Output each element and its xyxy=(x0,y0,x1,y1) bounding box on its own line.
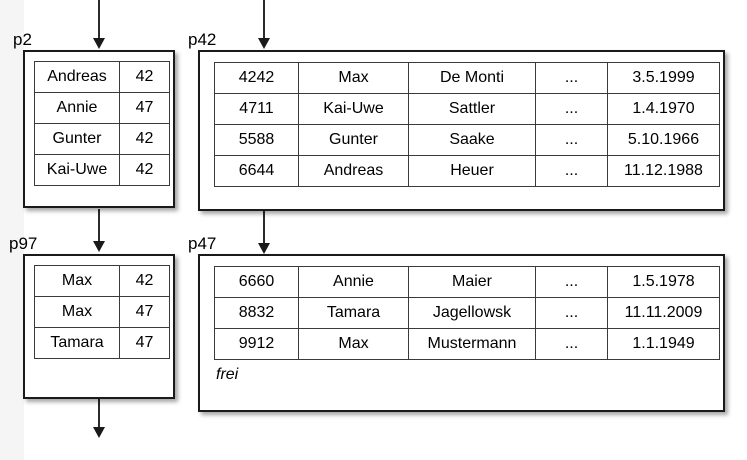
table-row[interactable]: 8832 Tamara Jagellowsk ... 11.11.2009 xyxy=(214,297,720,329)
table-row[interactable]: 6660 Annie Maier ... 1.5.1978 xyxy=(214,266,720,298)
cell-id: 8832 xyxy=(214,297,299,329)
table-row[interactable]: Andreas 42 xyxy=(34,61,170,93)
cell-lastname: Mustermann xyxy=(408,328,536,360)
cell-id: 9912 xyxy=(214,328,299,360)
page-box-p47[interactable]: 6660 Annie Maier ... 1.5.1978 8832 Tamar… xyxy=(198,254,725,412)
cell-firstname: Andreas xyxy=(298,155,409,187)
cell-id: 4711 xyxy=(214,93,299,125)
cell-id: 6660 xyxy=(214,266,299,298)
cell-value: 47 xyxy=(119,327,170,359)
cell-date: 1.4.1970 xyxy=(607,93,720,125)
cell-date: 11.12.1988 xyxy=(607,155,720,187)
cell-more: ... xyxy=(535,93,608,125)
data-table-p47: 6660 Annie Maier ... 1.5.1978 8832 Tamar… xyxy=(214,266,720,360)
cell-more: ... xyxy=(535,124,608,156)
cell-more: ... xyxy=(535,62,608,94)
left-gutter xyxy=(0,0,24,460)
cell-date: 1.1.1949 xyxy=(607,328,720,360)
data-table-p42: 4242 Max De Monti ... 3.5.1999 4711 Kai-… xyxy=(214,62,720,187)
cell-key: Max xyxy=(34,265,120,297)
table-row[interactable]: 4711 Kai-Uwe Sattler ... 1.4.1970 xyxy=(214,93,720,125)
table-row[interactable]: Annie 47 xyxy=(34,92,170,124)
cell-firstname: Annie xyxy=(298,266,409,298)
cell-firstname: Tamara xyxy=(298,297,409,329)
table-row[interactable]: 5588 Gunter Saake ... 5.10.1966 xyxy=(214,124,720,156)
arrow-p2-to-p97-head xyxy=(93,241,105,252)
directory-table-p2: Andreas 42 Annie 47 Gunter 42 Kai-Uwe 42 xyxy=(34,61,170,186)
page-label-p97: p97 xyxy=(9,234,38,253)
cell-date: 5.10.1966 xyxy=(607,124,720,156)
table-row[interactable]: 9912 Max Mustermann ... 1.1.1949 xyxy=(214,328,720,360)
cell-firstname: Max xyxy=(298,62,409,94)
cell-date: 1.5.1978 xyxy=(607,266,720,298)
page-box-p2[interactable]: Andreas 42 Annie 47 Gunter 42 Kai-Uwe 42 xyxy=(23,50,175,208)
arrow-into-p2-head xyxy=(93,38,105,49)
page-label-p47: p47 xyxy=(188,234,217,253)
page-label-p42: p42 xyxy=(188,30,217,49)
table-row[interactable]: Gunter 42 xyxy=(34,123,170,155)
table-row[interactable]: Kai-Uwe 42 xyxy=(34,154,170,186)
cell-value: 47 xyxy=(119,296,170,328)
cell-lastname: De Monti xyxy=(408,62,536,94)
free-space-label-p47: frei xyxy=(216,366,239,383)
table-row[interactable]: Tamara 47 xyxy=(34,327,170,359)
cell-value: 42 xyxy=(119,61,170,93)
table-row[interactable]: 6644 Andreas Heuer ... 11.12.1988 xyxy=(214,155,720,187)
cell-key: Andreas xyxy=(34,61,120,93)
cell-value: 42 xyxy=(119,154,170,186)
cell-key: Annie xyxy=(34,92,120,124)
arrow-into-p42-line xyxy=(263,0,265,42)
cell-key: Gunter xyxy=(34,123,120,155)
cell-firstname: Kai-Uwe xyxy=(298,93,409,125)
cell-id: 6644 xyxy=(214,155,299,187)
arrow-p42-to-p47-line xyxy=(263,211,265,247)
page-box-p97[interactable]: Max 42 Max 47 Tamara 47 xyxy=(23,254,175,399)
cell-key: Max xyxy=(34,296,120,328)
table-row[interactable]: 4242 Max De Monti ... 3.5.1999 xyxy=(214,62,720,94)
cell-firstname: Max xyxy=(298,328,409,360)
table-row[interactable]: Max 47 xyxy=(34,296,170,328)
arrow-p2-to-p97-line xyxy=(98,209,100,245)
arrow-p42-to-p47-head xyxy=(258,243,270,254)
cell-key: Tamara xyxy=(34,327,120,359)
cell-firstname: Gunter xyxy=(298,124,409,156)
cell-id: 4242 xyxy=(214,62,299,94)
arrow-out-of-p97-head xyxy=(93,427,105,438)
cell-value: 47 xyxy=(119,92,170,124)
cell-more: ... xyxy=(535,155,608,187)
cell-lastname: Saake xyxy=(408,124,536,156)
table-row[interactable]: Max 42 xyxy=(34,265,170,297)
cell-more: ... xyxy=(535,266,608,298)
cell-lastname: Sattler xyxy=(408,93,536,125)
cell-date: 11.11.2009 xyxy=(607,297,720,329)
cell-value: 42 xyxy=(119,265,170,297)
cell-more: ... xyxy=(535,328,608,360)
cell-value: 42 xyxy=(119,123,170,155)
cell-lastname: Jagellowsk xyxy=(408,297,536,329)
cell-lastname: Maier xyxy=(408,266,536,298)
cell-id: 5588 xyxy=(214,124,299,156)
arrow-into-p42-head xyxy=(258,38,270,49)
directory-table-p97: Max 42 Max 47 Tamara 47 xyxy=(34,265,170,359)
cell-lastname: Heuer xyxy=(408,155,536,187)
page-box-p42[interactable]: 4242 Max De Monti ... 3.5.1999 4711 Kai-… xyxy=(198,50,725,211)
cell-more: ... xyxy=(535,297,608,329)
arrow-out-of-p97-line xyxy=(98,399,100,432)
cell-key: Kai-Uwe xyxy=(34,154,120,186)
page-label-p2: p2 xyxy=(13,30,32,49)
arrow-into-p2-line xyxy=(98,0,100,42)
cell-date: 3.5.1999 xyxy=(607,62,720,94)
